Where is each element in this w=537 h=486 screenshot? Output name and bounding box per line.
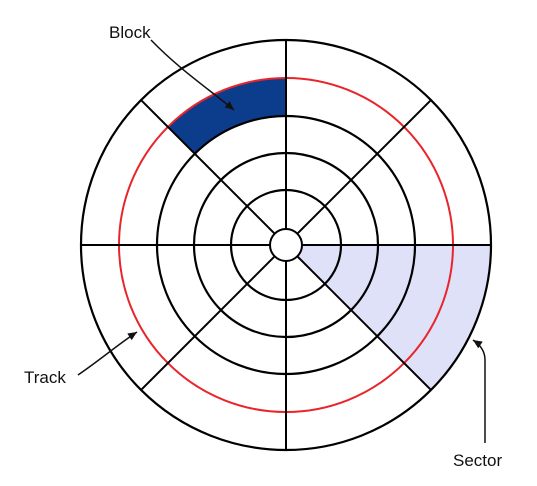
track-label: Track — [24, 368, 66, 387]
sector-divider-line — [140, 255, 276, 391]
block-label: Block — [109, 23, 151, 42]
sector-divider-line — [140, 99, 276, 235]
track-pointer-arrow — [77, 331, 138, 376]
sector-dividers — [81, 40, 491, 450]
block-region — [167, 78, 286, 154]
block-pointer-arrow — [150, 39, 235, 111]
sector-label: Sector — [453, 451, 502, 470]
sector-divider-line — [296, 99, 432, 235]
sector-pointer-arrow — [472, 339, 486, 443]
sector-divider-line — [296, 255, 432, 391]
spindle-hole — [269, 228, 303, 262]
sector-region — [297, 245, 491, 390]
